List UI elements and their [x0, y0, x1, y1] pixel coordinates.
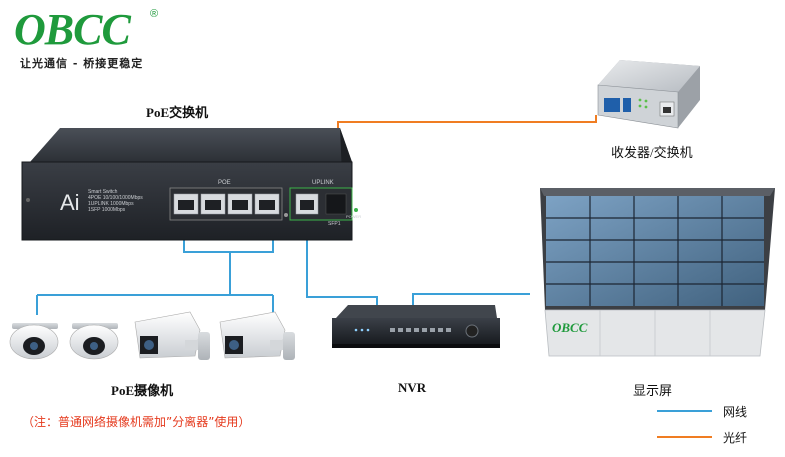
poe-switch: [21, 128, 358, 241]
switch-uplink-label: UPLINK: [312, 180, 334, 186]
display-label: 显示屏: [633, 383, 673, 398]
switch-spec-line3: 1SFP 1000Mbps: [88, 207, 126, 213]
registered-mark: ®: [150, 8, 159, 20]
legend-network-label: 网线: [723, 405, 748, 419]
media-converter: [597, 60, 700, 129]
switch-poe-label: POE: [218, 180, 231, 186]
dome-camera-1: [9, 323, 59, 360]
logo-slogan: 让光通信 - 桥接更稳定: [20, 57, 144, 70]
fiber-cable: [337, 115, 597, 195]
separator-note: （注：普通网络摄像机需加”分离器”使用）: [22, 415, 251, 429]
switch-spec-line2: 1UPLINK 1000Mbps: [88, 201, 134, 207]
converter-label: 收发器/交换机: [611, 145, 693, 160]
legend-fiber-label: 光纤: [723, 431, 748, 445]
video-wall: [540, 188, 775, 357]
switch-spec-line1: 4POE 10/100/1000Mbps: [88, 195, 143, 201]
nvr-label: NVR: [398, 380, 427, 395]
cameras-label: PoE摄像机: [111, 383, 174, 398]
bullet-camera-2: [219, 311, 295, 360]
bullet-camera-1: [134, 311, 210, 360]
dome-camera-2: [69, 323, 119, 360]
switch-label: PoE交换机: [146, 105, 209, 120]
switch-brand: Ai: [60, 190, 80, 215]
switch-spec: Smart Switch 4POE 10/100/1000Mbps 1UPLIN…: [88, 189, 143, 213]
obcc-logo: OBCC: [14, 5, 131, 54]
nvr-recorder: [332, 305, 500, 348]
display-logo: OBCC: [552, 320, 588, 335]
switch-power-label: POWER: [346, 214, 362, 219]
switch-spec-title: Smart Switch: [88, 189, 118, 195]
switch-sfp-label: SFP1: [328, 221, 341, 227]
